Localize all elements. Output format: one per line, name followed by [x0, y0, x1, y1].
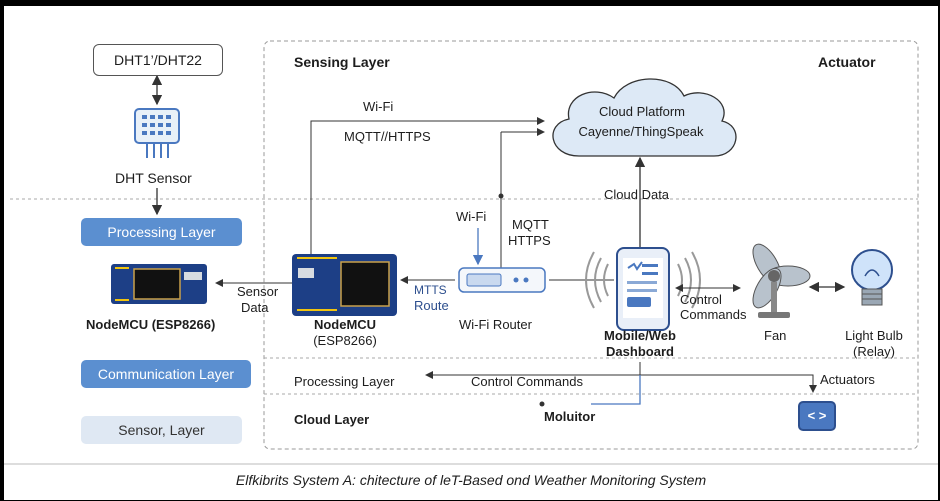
- monitor-label: Moluitor: [544, 409, 596, 424]
- diagram-graphics: [4, 40, 938, 465]
- nodemcu-mid-label: NodeMCU: [313, 317, 377, 332]
- https-router-label: HTTPS: [508, 233, 551, 248]
- light-bulb-icon: [851, 249, 893, 306]
- sensing-layer-header: Sensing Layer: [294, 54, 390, 70]
- control-commands-label: Commands: [680, 307, 747, 322]
- router-icon: [458, 267, 546, 293]
- communication-layer-label: Communication Layer: [81, 360, 251, 388]
- relay-module-icon: [798, 401, 836, 431]
- wifi-router-label: Wi-Fi: [456, 209, 487, 224]
- dht-sensor-caption: DHT Sensor: [115, 170, 192, 186]
- sensor-data-sublabel: Data: [241, 300, 269, 315]
- control-commands-row-label: Control Commands: [471, 374, 583, 389]
- cloud-layer-row-label: Cloud Layer: [294, 412, 370, 427]
- mtts-label: MTTS: [414, 283, 447, 297]
- sensor-model-box: DHT1’/DHT22: [93, 44, 223, 76]
- cloud-shape: [552, 78, 737, 157]
- diagram-canvas: DHT1’/DHT22 DHT Sensor Processing Layer …: [4, 6, 938, 500]
- actuators-row-label: Actuators: [820, 372, 875, 387]
- bulb-sublabel: (Relay): [853, 344, 895, 359]
- nodemcu-left-label: NodeMCU (ESP8266): [86, 317, 216, 332]
- dashboard-label: Mobile/Web: [604, 328, 676, 343]
- signal-waves-icon: [585, 251, 701, 309]
- dashboard-sublabel: Dashboard: [606, 344, 674, 359]
- nodemcu-mid-sublabel: (ESP8266): [313, 333, 377, 348]
- actuator-header: Actuator: [818, 54, 876, 70]
- processing-layer-row-label: Processing Layer: [294, 374, 395, 389]
- router-label: Wi-Fi Router: [459, 317, 532, 332]
- cloud-title: Cloud Platform: [599, 104, 685, 119]
- dashboard-phone-icon: [616, 247, 670, 331]
- processing-layer-label: Processing Layer: [81, 218, 242, 246]
- control-label: Control: [680, 292, 722, 307]
- mqtt-https-top-label: MQTT//HTTPS: [344, 129, 431, 144]
- relay-symbol: < >: [807, 408, 827, 423]
- cloud-data-label: Cloud Data: [604, 187, 670, 202]
- sensor-layer-label: Sensor, Layer: [81, 416, 242, 444]
- wifi-top-label: Wi-Fi: [363, 99, 394, 114]
- diagram-caption: Elfkibrits System A: chitecture of leT-B…: [235, 472, 707, 488]
- fan-label: Fan: [764, 328, 787, 343]
- dht-sensor-icon: [134, 108, 180, 158]
- fan-icon: [752, 243, 811, 318]
- mtts-route-label: Route: [414, 298, 449, 313]
- nodemcu-mid-icon: [292, 254, 397, 316]
- sensor-data-label: Sensor: [237, 284, 279, 299]
- bulb-label: Light Bulb: [845, 328, 903, 343]
- sensing-layer-region: [263, 40, 919, 450]
- mqtt-router-label: MQTT: [512, 217, 549, 232]
- nodemcu-left-icon: [111, 264, 207, 304]
- cloud-subtitle: Cayenne/ThingSpeak: [578, 124, 704, 139]
